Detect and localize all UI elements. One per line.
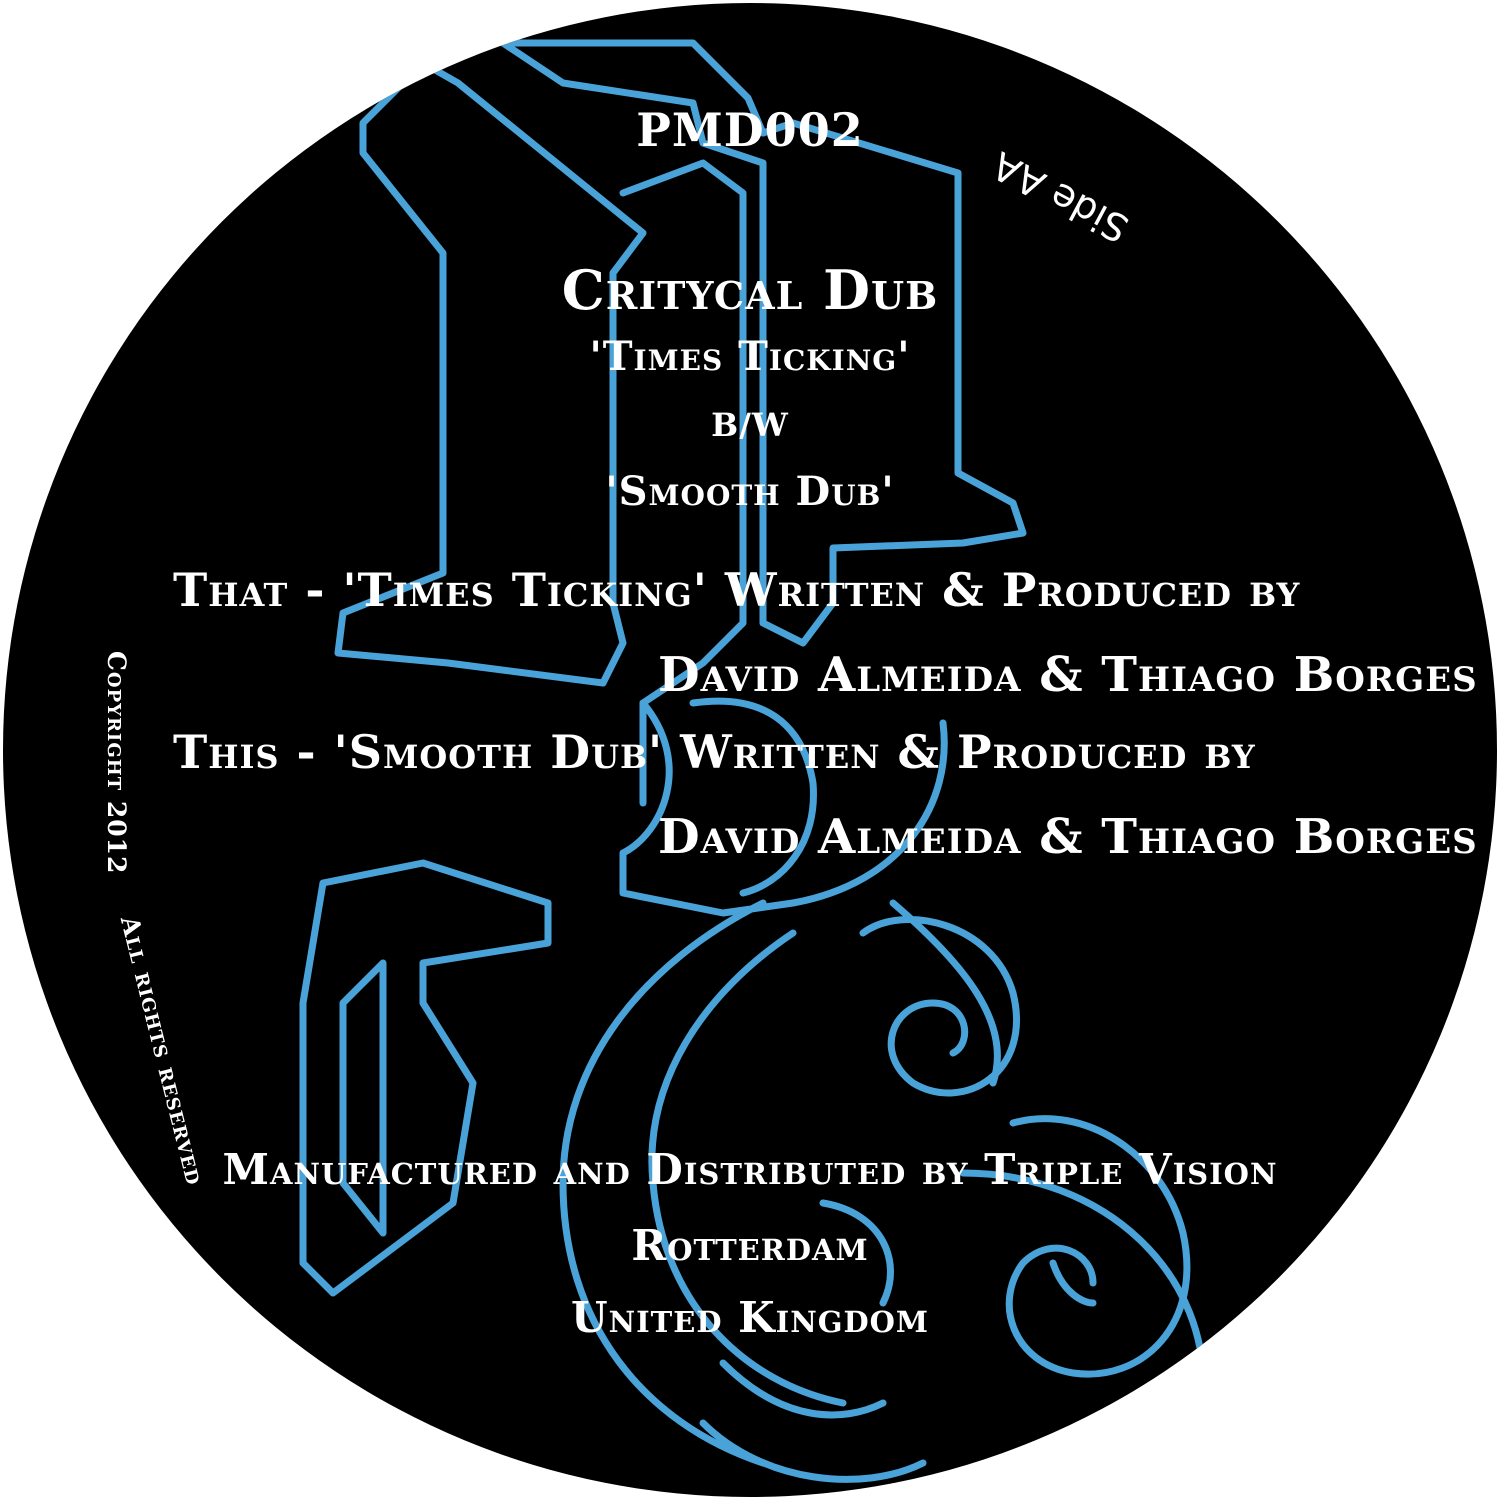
city-line: Rotterdam	[631, 1221, 869, 1270]
credit-line-2: David Almeida & Thiago Borges	[658, 647, 1478, 703]
track-title-b: 'Smooth Dub'	[605, 468, 895, 515]
copyright-text: Copyright 2012	[102, 651, 131, 875]
credit-line-3: This - 'Smooth Dub' Written & Produced b…	[173, 725, 1256, 779]
monogram-logo-icon	[299, 39, 1208, 1483]
manufacturer-line: Manufactured and Distributed by Triple V…	[222, 1145, 1278, 1194]
credit-line-1: That - 'Times Ticking' Written & Produce…	[173, 563, 1301, 617]
catalog-number: PMD002	[636, 103, 864, 157]
backed-with-label: B/W	[711, 406, 789, 444]
track-title-a: 'Times Ticking'	[589, 333, 911, 380]
record-label: PMD002 Critycal Dub 'Times Ticking' B/W …	[3, 3, 1497, 1497]
country-line: United Kingdom	[570, 1293, 929, 1342]
credit-line-4: David Almeida & Thiago Borges	[658, 809, 1478, 865]
artist-name: Critycal Dub	[561, 258, 939, 322]
